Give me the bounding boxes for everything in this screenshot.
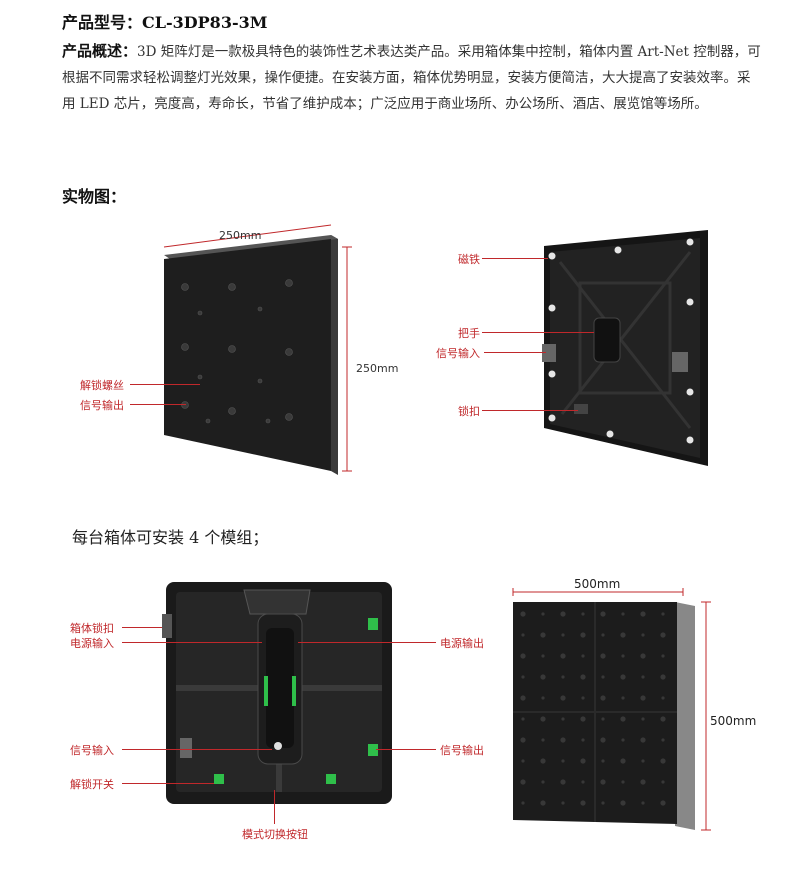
model-label: 产品型号： (62, 13, 143, 32)
module-height-dim: 250mm (356, 362, 399, 375)
module-back-image (542, 230, 708, 466)
overview-paragraph: 产品概述：3D 矩阵灯是一款极具特色的装饰性艺术表达类产品。采用箱体集中控制，箱… (62, 38, 762, 117)
photos-title: 实物图： (62, 187, 127, 206)
callout-line (274, 790, 275, 824)
callout-line (482, 410, 578, 411)
callout-line (130, 404, 186, 405)
callout-lock: 锁扣 (458, 405, 480, 418)
callout-unlock-switch: 解锁开关 (70, 778, 114, 791)
callout-line (376, 749, 436, 750)
cabinet-front-image (512, 588, 711, 831)
callout-mode-button: 模式切换按钮 (242, 828, 308, 841)
callout-power-input: 电源输入 (70, 637, 114, 650)
module-width-dim: 250mm (219, 229, 262, 242)
callout-magnet: 磁铁 (458, 253, 480, 266)
callout-cabinet-signal-output: 信号输出 (440, 744, 484, 757)
callout-cabinet-lock: 箱体锁扣 (70, 622, 114, 635)
callout-line (122, 627, 162, 628)
callout-line (482, 332, 594, 333)
cabinet-back-image (162, 582, 392, 804)
cabinet-caption: 每台箱体可安装 4 个模组； (72, 528, 269, 547)
overview-label: 产品概述： (62, 42, 138, 60)
callout-line (130, 384, 200, 385)
callout-line (298, 642, 436, 643)
callout-unlock-screw: 解锁螺丝 (80, 379, 124, 392)
callout-line (482, 258, 548, 259)
model-value: CL-3DP83-3M (142, 13, 268, 32)
callout-signal-output: 信号输出 (80, 399, 124, 412)
callout-line (122, 783, 214, 784)
module-front-image (163, 224, 352, 475)
callout-cabinet-signal-input: 信号输入 (70, 744, 114, 757)
callout-handle: 把手 (458, 327, 480, 340)
callout-line (484, 352, 546, 353)
callout-line (122, 749, 272, 750)
overview-text: 3D 矩阵灯是一款极具特色的装饰性艺术表达类产品。采用箱体集中控制，箱体内置 A… (62, 44, 761, 112)
callout-power-output: 电源输出 (440, 637, 484, 650)
cabinet-width-dim: 500mm (574, 577, 621, 591)
callout-signal-input: 信号输入 (436, 347, 480, 360)
callout-line (122, 642, 262, 643)
model-line: 产品型号：CL-3DP83-3M (62, 9, 267, 33)
cabinet-height-dim: 500mm (710, 714, 757, 728)
